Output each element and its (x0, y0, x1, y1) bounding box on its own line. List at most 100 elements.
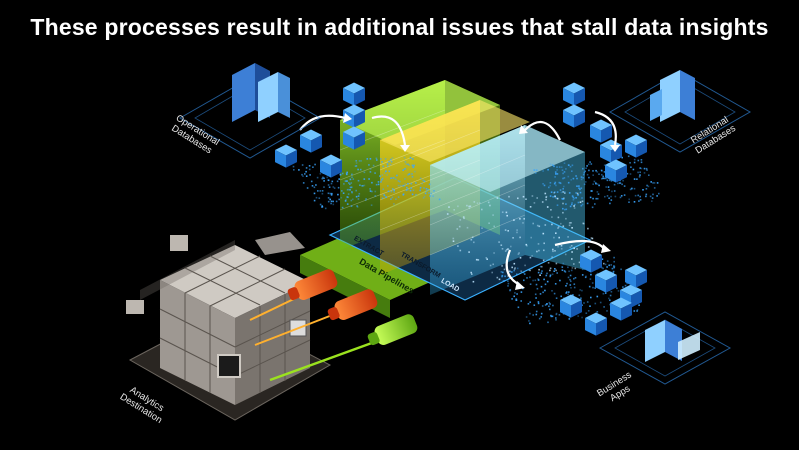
data-particle (580, 297, 582, 299)
data-particle (628, 198, 630, 201)
data-particle (457, 245, 459, 247)
data-particle (609, 303, 611, 306)
data-particle (547, 262, 550, 264)
data-particle (308, 168, 311, 171)
data-particle (424, 192, 427, 195)
data-particle (341, 190, 343, 192)
data-particle (327, 200, 330, 203)
data-particle (603, 306, 605, 308)
data-particle (594, 302, 597, 305)
data-particle (516, 231, 518, 234)
data-particle (555, 313, 558, 316)
arrow-operational-out (371, 115, 407, 146)
server-cube (563, 82, 585, 106)
data-particle (355, 189, 357, 192)
data-particle (551, 256, 553, 258)
data-particle (529, 269, 531, 272)
data-particle (550, 209, 552, 211)
data-particle (600, 169, 603, 172)
data-particle (568, 291, 570, 293)
data-particle (556, 191, 559, 193)
data-particle (329, 198, 331, 201)
data-particle (316, 176, 319, 179)
data-particle (584, 170, 586, 173)
data-particle (610, 264, 612, 266)
data-particle (554, 171, 557, 173)
data-particle (550, 315, 553, 318)
data-particle (534, 279, 537, 282)
data-particle (411, 193, 414, 196)
data-particle (419, 186, 422, 189)
data-particle (327, 184, 330, 186)
data-particle (363, 171, 366, 174)
data-particle (542, 259, 545, 262)
data-particle (569, 274, 572, 277)
data-particle (558, 166, 561, 168)
data-particle (645, 195, 647, 198)
data-particle (583, 183, 586, 186)
data-particle (567, 164, 570, 166)
data-particle (592, 197, 594, 200)
data-particle (613, 183, 616, 186)
data-particle (535, 310, 538, 313)
data-particle (425, 188, 428, 190)
data-particle (453, 209, 455, 211)
arrow-operational-in (299, 114, 346, 131)
data-particle (541, 265, 543, 268)
data-particle (503, 268, 506, 271)
data-particle (321, 206, 323, 208)
data-particle (380, 158, 382, 160)
data-particle (549, 195, 552, 197)
server-cube (610, 297, 632, 321)
data-particle (589, 196, 592, 199)
data-particle (564, 192, 566, 194)
data-particle (592, 286, 594, 289)
data-particle (551, 315, 554, 318)
data-particle (606, 179, 609, 182)
data-particle (622, 179, 624, 182)
data-particle (554, 195, 556, 198)
data-particle (549, 269, 551, 272)
data-particle (645, 193, 648, 196)
data-particle (602, 292, 605, 295)
data-particle (340, 196, 343, 199)
data-particle (519, 236, 521, 239)
server-cube (600, 139, 622, 163)
data-particle (390, 190, 393, 193)
data-particle (383, 194, 386, 197)
server-cube (343, 82, 365, 106)
data-particle (517, 306, 520, 309)
data-particle (555, 173, 557, 175)
data-particle (381, 177, 384, 180)
data-particle (633, 187, 636, 190)
data-particle (365, 198, 367, 200)
data-particle (545, 274, 548, 277)
data-particle (397, 180, 400, 182)
data-particle (608, 297, 610, 300)
data-particle (322, 176, 324, 179)
data-particle (379, 175, 381, 177)
data-particle (402, 194, 405, 196)
data-particle (425, 190, 428, 192)
data-particle (633, 310, 636, 312)
data-particle (562, 191, 564, 193)
data-particle (543, 278, 545, 281)
data-particle (537, 271, 540, 274)
data-particle (573, 263, 575, 265)
data-particle (363, 178, 366, 180)
data-particle (601, 177, 603, 180)
data-particle (535, 297, 537, 299)
data-particle (313, 199, 316, 202)
data-particle (366, 158, 369, 160)
data-particle (411, 164, 414, 167)
data-particle (381, 197, 384, 199)
data-particle (558, 236, 560, 239)
data-particle (330, 200, 333, 203)
data-particle (523, 273, 526, 275)
data-particle (569, 205, 572, 208)
server-cube (625, 134, 647, 158)
data-particle (510, 245, 512, 248)
data-particle (610, 291, 613, 293)
data-particle (301, 164, 304, 166)
data-particle (543, 184, 546, 187)
